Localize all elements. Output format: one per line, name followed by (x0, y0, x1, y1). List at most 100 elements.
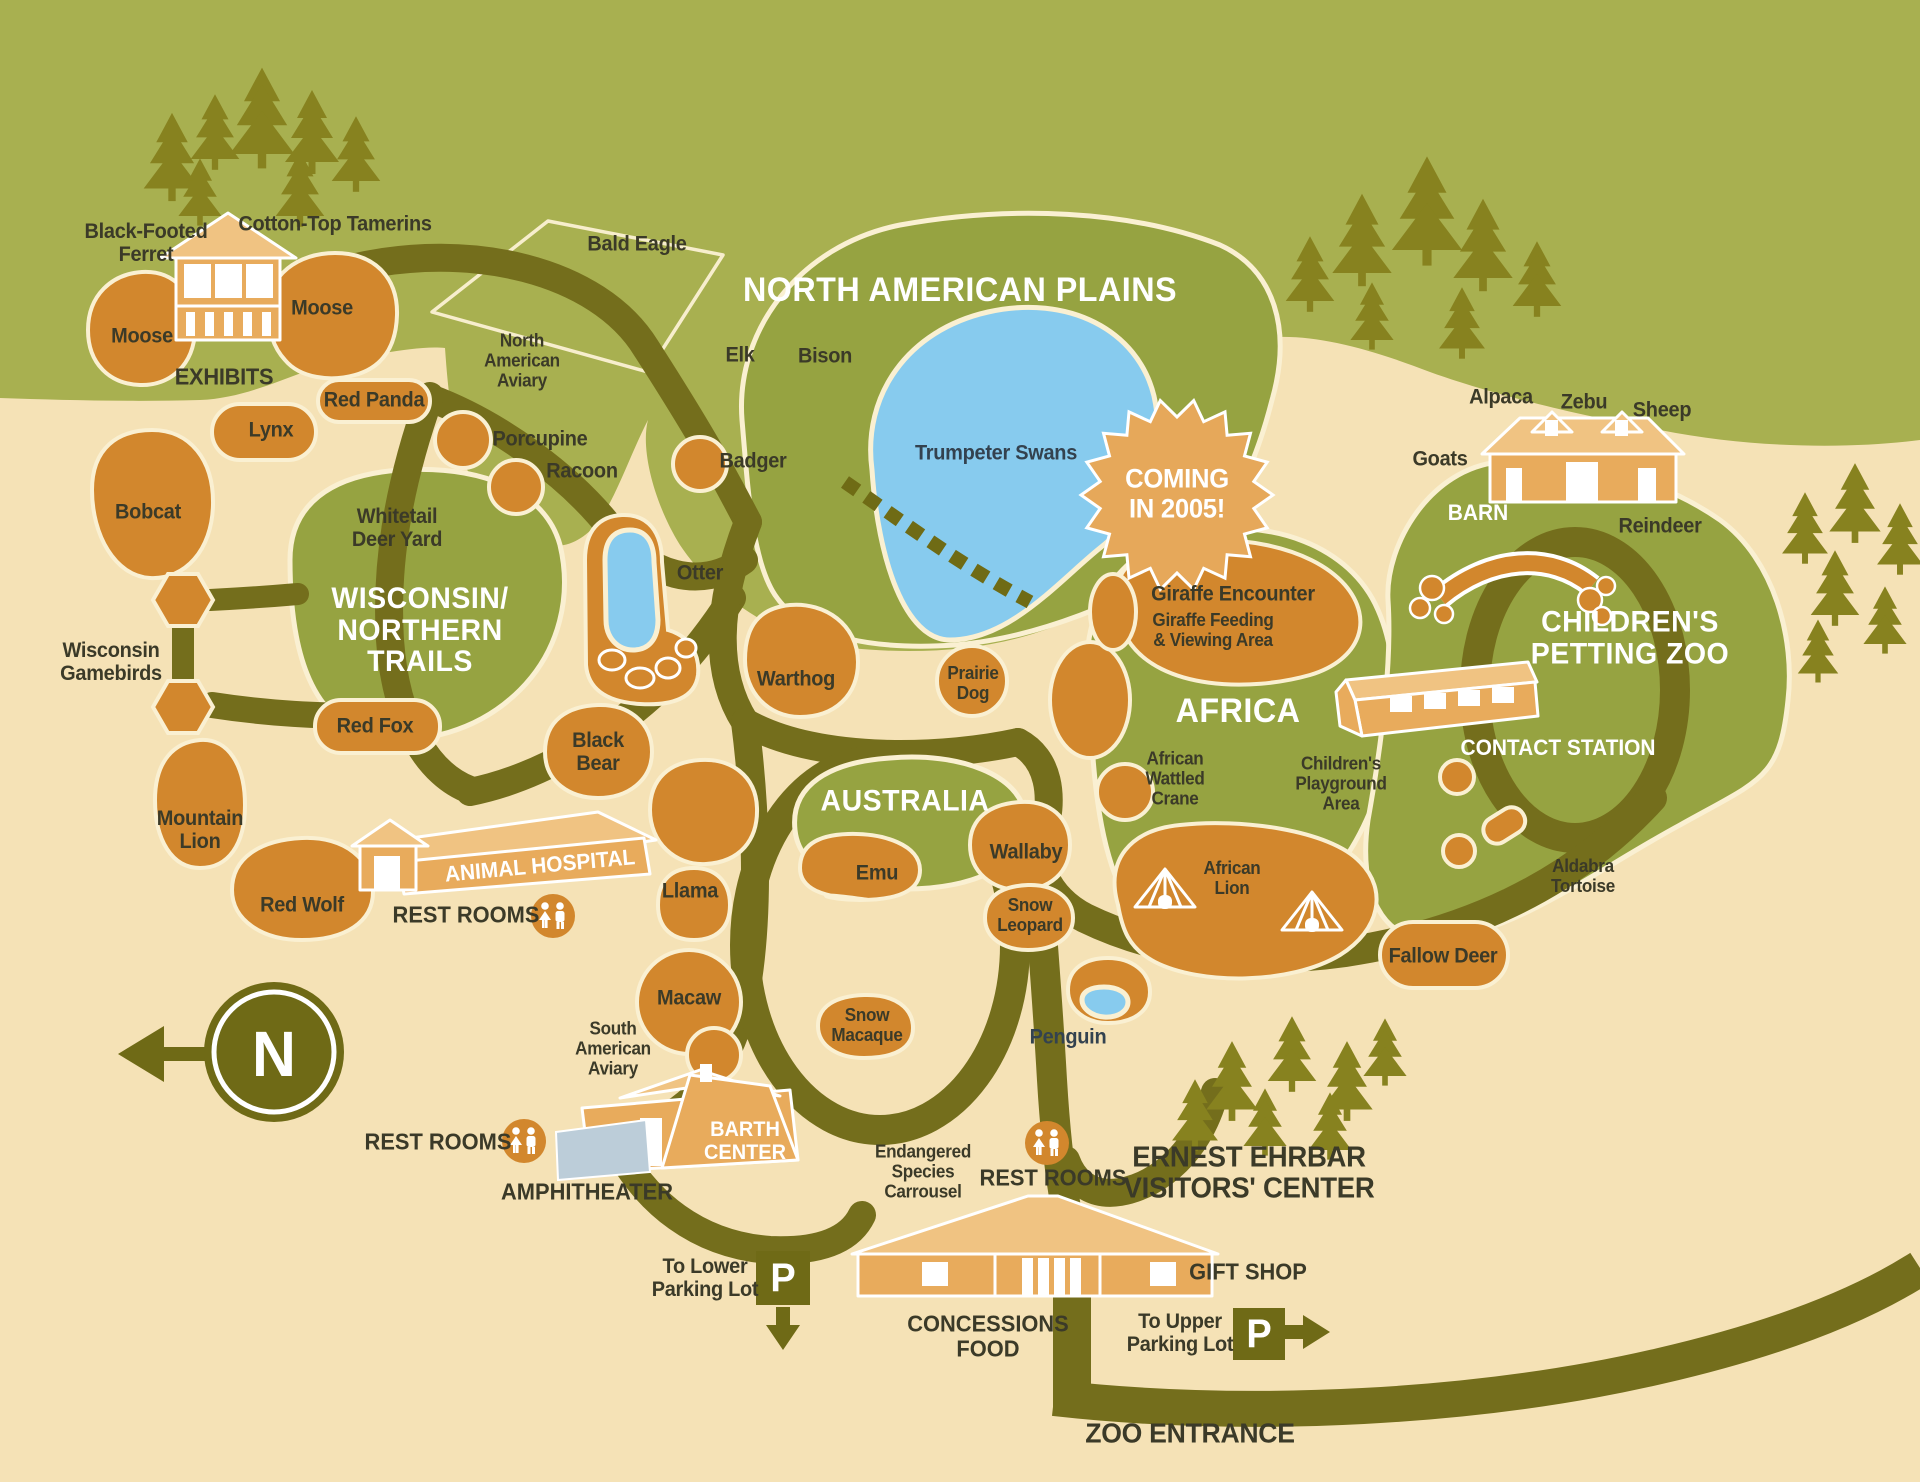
otter-rocks (597, 637, 698, 690)
label-cotton-top-tamerins: Cotton-Top Tamerins (238, 212, 432, 236)
africa-yard-2 (1095, 762, 1155, 822)
boardwalk-dashes (841, 476, 1034, 609)
label-amphitheater: AMPHITHEATER (501, 1178, 673, 1205)
label-emu: Emu (855, 861, 899, 885)
buildings (158, 211, 1686, 1298)
label-llama: Llama (661, 879, 719, 903)
visitors-center-building (850, 1194, 1220, 1298)
exhibit-areas (85, 250, 1617, 1084)
west-arrow-icon (118, 1026, 164, 1082)
label-rest-rooms-3: REST ROOMS (979, 1164, 1127, 1191)
emu-yard (797, 831, 923, 903)
label-coming-in-2005: COMING IN 2005! (1125, 463, 1229, 523)
animal-hospital-building (350, 810, 658, 896)
label-giraffe-feeding: Giraffe Feeding & Viewing Area (1152, 610, 1274, 650)
hexagon-gamebird-1 (150, 572, 216, 628)
petting-dot-2 (1438, 758, 1476, 796)
label-bald-eagle: Bald Eagle (587, 232, 687, 256)
label-endangered-species-carrousel: Endangered Species Carrousel (875, 1141, 971, 1201)
moose-yard-right (265, 250, 400, 381)
label-lynx: Lynx (248, 418, 294, 442)
zone-title-africa: AFRICA (1175, 692, 1301, 731)
label-black-footed-ferret: Black-Footed Ferret (84, 219, 208, 266)
label-african-lion: African Lion (1203, 858, 1261, 898)
label-bobcat: Bobcat (115, 500, 181, 524)
red-fox-yard (313, 698, 442, 755)
label-barth-center: BARTH CENTER (703, 1117, 787, 1164)
africa-yard-3 (1088, 572, 1138, 652)
hexagon-gamebird-2 (150, 679, 216, 735)
llama-yard (647, 757, 760, 867)
label-concessions-food: CONCESSIONS FOOD (907, 1310, 1069, 1362)
africa-yard-1 (1048, 640, 1132, 760)
amphitheater-structure (554, 1118, 652, 1182)
label-african-wattled-crane: African Wattled Crane (1145, 748, 1205, 808)
snow-macaque-yard (815, 992, 916, 1061)
label-to-upper-parking: To Upper Parking Lot (1126, 1309, 1234, 1356)
fallow-deer-yard (1378, 920, 1510, 990)
label-aldabra-tortoise: Aldabra Tortoise (1551, 856, 1615, 896)
petting-dot-3 (1481, 805, 1528, 846)
mountain-lion-yard (152, 737, 248, 871)
label-north-n: N (252, 1017, 296, 1090)
lynx-yard (210, 402, 318, 462)
label-red-panda: Red Panda (323, 388, 425, 412)
zone-title-australia: AUSTRALIA (820, 784, 990, 818)
down-arrow-icon (766, 1307, 800, 1350)
label-parking-p-lower: P (770, 1256, 796, 1300)
label-porcupine: Porcupine (492, 427, 588, 451)
label-moose-right: Moose (291, 296, 353, 320)
label-visitors-center: ERNEST EHRBAR VISITORS' CENTER (1123, 1141, 1375, 1205)
pony-bridge (1408, 551, 1617, 627)
label-goats: Goats (1412, 447, 1468, 471)
label-badger: Badger (719, 449, 787, 473)
zone-title-north-american-plains: NORTH AMERICAN PLAINS (742, 271, 1178, 310)
penguin-pool (1079, 984, 1131, 1020)
badger-yard (671, 435, 729, 493)
label-barn: BARN (1447, 499, 1509, 525)
label-racoon: Racoon (546, 459, 618, 483)
upper-parking-sign (1233, 1308, 1285, 1360)
label-parking-p-upper: P (1246, 1312, 1272, 1356)
label-wisconsin-gamebirds: Wisconsin Gamebirds (60, 638, 162, 685)
right-arrow-icon (1285, 1315, 1330, 1349)
label-childrens-playground: Children's Playground Area (1295, 753, 1387, 813)
label-warthog: Warthog (756, 667, 836, 691)
label-snow-leopard: Snow Leopard (997, 895, 1063, 935)
label-south-american-aviary: South American Aviary (575, 1018, 651, 1078)
petting-dot-1 (1441, 833, 1477, 869)
label-reindeer: Reindeer (1618, 514, 1702, 538)
label-exhibits: EXHIBITS (174, 363, 274, 390)
restrooms-icon-visitors (1025, 1121, 1069, 1165)
label-giraffe-encounter: Giraffe Encounter (1151, 582, 1315, 606)
lower-parking-sign (756, 1251, 810, 1305)
snow-leopard-yard (982, 882, 1076, 953)
parking-signs (756, 1251, 1330, 1360)
otter-pond (602, 527, 661, 653)
label-macaw: Macaw (656, 986, 722, 1010)
bobcat-yard (89, 427, 216, 581)
label-contact-station: CONTACT STATION (1460, 734, 1656, 760)
zone-title-childrens-petting-zoo: CHILDREN'S PETTING ZOO (1530, 605, 1730, 670)
label-penguin: Penguin (1029, 1025, 1107, 1049)
label-gift-shop: GIFT SHOP (1189, 1258, 1307, 1285)
label-to-lower-parking: To Lower Parking Lot (651, 1254, 759, 1301)
label-snow-macaque: Snow Macaque (831, 1005, 903, 1045)
label-north-american-aviary: North American Aviary (484, 330, 560, 390)
label-mountain-lion: Mountain Lion (156, 806, 244, 853)
label-red-wolf: Red Wolf (260, 893, 344, 917)
label-bison: Bison (797, 344, 853, 368)
label-whitetail-deer-yard: Whitetail Deer Yard (351, 504, 443, 551)
label-rest-rooms-1: REST ROOMS (392, 901, 540, 928)
coming-soon-burst (1078, 397, 1276, 593)
label-red-fox: Red Fox (336, 714, 414, 738)
label-elk: Elk (725, 343, 755, 367)
contact-station-building (1334, 660, 1540, 738)
warthog-yard (742, 602, 861, 720)
north-compass (118, 982, 344, 1122)
exhibits-building (158, 211, 298, 342)
label-wallaby: Wallaby (989, 840, 1063, 864)
label-alpaca: Alpaca (1469, 385, 1533, 409)
